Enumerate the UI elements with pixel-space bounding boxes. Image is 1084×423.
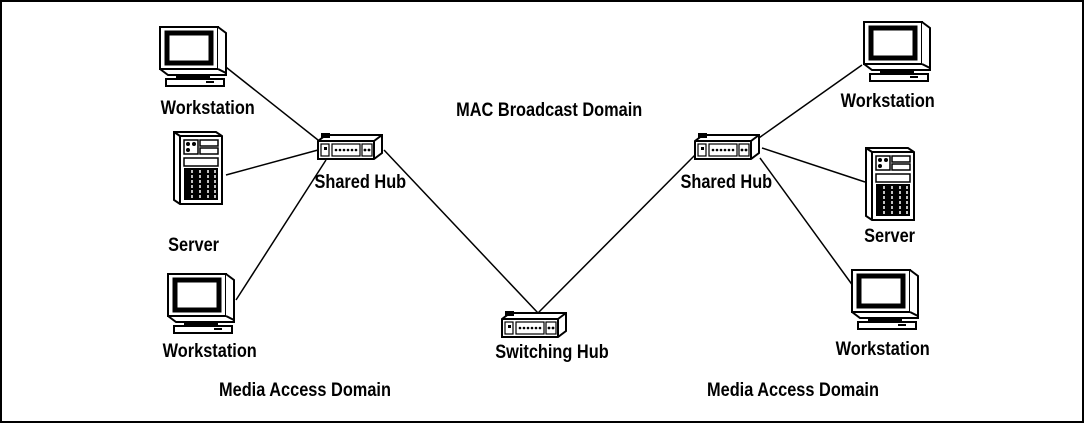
right-media-access-domain-label: Media Access Domain — [706, 380, 879, 401]
link-left-workstation-top — [221, 63, 319, 141]
link-left-server — [225, 149, 319, 176]
link-right-workstation-top — [755, 64, 863, 141]
switching-hub-label: Switching Hub — [495, 342, 609, 363]
left-shared-hub-label: Shared Hub — [314, 172, 407, 193]
left-shared-hub-icon — [317, 132, 383, 160]
left-server-icon — [173, 131, 223, 205]
left-workstation-bottom-icon — [168, 274, 234, 333]
left-workstation-bottom-label: Workstation — [162, 341, 257, 362]
link-left-workstation-bottom — [235, 159, 327, 301]
link-left-hub-switch — [383, 149, 539, 314]
right-workstation-top-label: Workstation — [840, 91, 935, 112]
left-media-access-domain-label: Media Access Domain — [218, 380, 391, 401]
right-shared-hub-label: Shared Hub — [680, 172, 773, 193]
right-workstation-bottom-icon — [852, 270, 918, 329]
connection-lines — [221, 63, 866, 314]
switching-hub-icon — [501, 310, 567, 338]
link-switch-right-hub — [537, 149, 701, 314]
left-workstation-top-icon — [160, 27, 226, 86]
right-shared-hub-icon — [694, 132, 760, 160]
right-workstation-top-icon — [864, 22, 930, 81]
left-workstation-top-label: Workstation — [160, 98, 255, 119]
right-server-label: Server — [864, 226, 916, 247]
link-right-workstation-bottom — [759, 157, 857, 291]
broadcast-domain-title: MAC Broadcast Domain — [456, 100, 643, 121]
right-server-icon — [865, 147, 915, 221]
link-right-server — [761, 147, 866, 183]
right-workstation-bottom-label: Workstation — [835, 339, 930, 360]
left-server-label: Server — [168, 235, 220, 256]
